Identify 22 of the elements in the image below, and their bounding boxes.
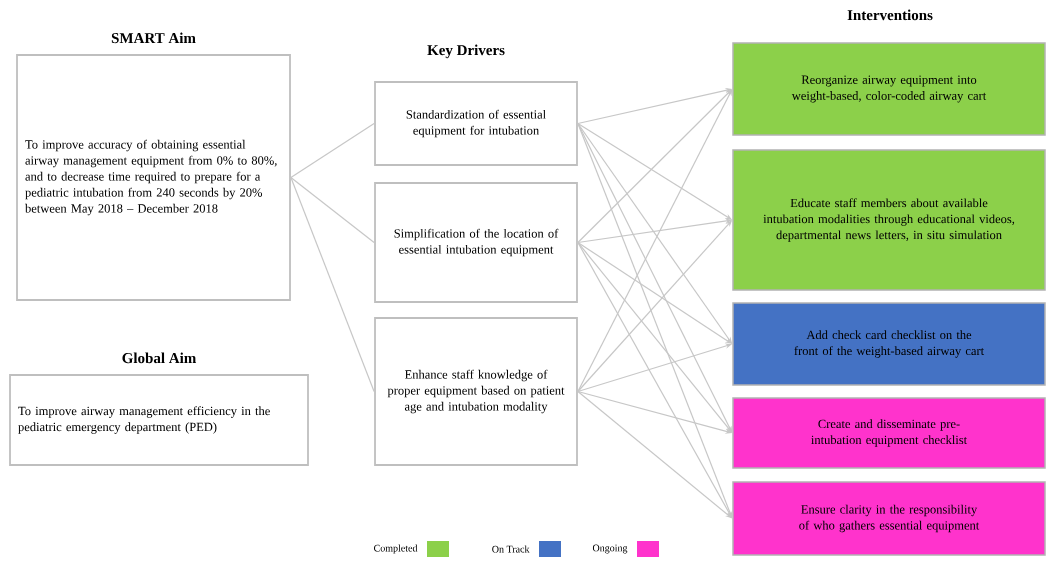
heading: SMART Aim	[111, 32, 196, 44]
column-heading: Key Drivers	[427, 44, 505, 59]
connector	[290, 122, 375, 179]
column-heading: Interventions	[847, 9, 933, 21]
legend-label: Ongoing	[592, 544, 628, 554]
connector	[290, 176, 375, 393]
intervention-box: Ensure clarity in the responsibility of who gathers essential equipment	[732, 481, 1046, 556]
driver-box: Enhance staff knowledge of proper equipment based on patient age and intubation modality	[374, 317, 578, 466]
intervention-box: Reorganize airway equipment into weight-based, color-coded airway cart	[732, 42, 1046, 136]
driver-box: Standardization of essential equipment for intubation	[374, 81, 578, 166]
driver-box: Simplification of the location of essential intubation equipment	[374, 182, 578, 303]
intervention-box: Create and disseminate pre-intubation equipment checklist	[732, 397, 1046, 469]
legend-label: Completed	[374, 544, 418, 554]
connector	[290, 176, 375, 244]
aim-box: To improve accuracy of obtaining essential airway management equipment from 0% to 80%, and to decrease time required to prepare for a pediatric intubation from 240 seconds by 20% between May 2018 – December 2018	[16, 54, 291, 301]
intervention-box: Educate staff members about available intubation modalities through educational videos, departmental news letters, in situ simulation	[732, 149, 1046, 291]
connector	[577, 122, 733, 433]
aim-box: To improve airway management efficiency in the pediatric emergency department (PED)	[9, 374, 309, 466]
intervention-box: Add check card checklist on the front of the weight-based airway cart	[732, 302, 1046, 386]
connector	[577, 89, 733, 393]
heading: Global Aim	[122, 352, 197, 364]
legend-label: On Track	[492, 545, 530, 553]
